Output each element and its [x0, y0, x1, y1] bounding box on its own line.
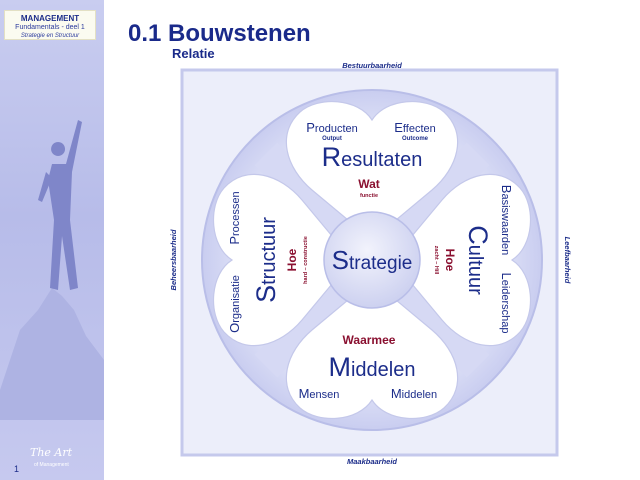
- left-item-b: Organisatie: [227, 275, 242, 333]
- left-question-sub: hard – constructie: [303, 236, 309, 284]
- bottom-question: Waarmee: [343, 333, 396, 347]
- course-header-box: MANAGEMENT Fundamentals - deel 1 Strateg…: [4, 10, 96, 40]
- logo-sub-text: of Management: [34, 462, 69, 468]
- right-question: Hoe: [443, 249, 457, 272]
- top-main-label: Resultaten: [322, 142, 423, 172]
- page-subtitle: Relatie: [172, 46, 215, 61]
- logo-main-text: The Art: [30, 446, 73, 459]
- bouwstenen-diagram: Bestuurbaarheid Maakbaarheid Beheersbaar…: [169, 61, 572, 466]
- sidebar: MANAGEMENT Fundamentals - deel 1 Strateg…: [0, 0, 104, 480]
- top-question-sub: functie: [360, 193, 378, 199]
- center-circle: [323, 211, 421, 309]
- top-right-label: Effecten: [394, 120, 436, 135]
- right-question-sub: zacht – Hill: [433, 246, 439, 275]
- course-subtitle: Strategie en Structuur: [20, 33, 80, 39]
- top-left-label: Producten: [306, 120, 357, 135]
- edge-label-right: Leefbaarheid: [563, 237, 572, 284]
- left-main-label: Structuur: [251, 217, 281, 303]
- right-main-label: Cultuur: [463, 225, 493, 295]
- bottom-main-label: Middelen: [328, 352, 415, 382]
- bottom-left-label: Mensen: [299, 386, 340, 401]
- the-art-logo: The Art of Management: [22, 444, 82, 474]
- right-item-a: Basiswaarden: [499, 185, 514, 255]
- edge-label-top: Bestuurbaarheid: [342, 61, 402, 70]
- climber-illustration: [0, 120, 104, 420]
- edge-label-bottom: Maakbaarheid: [347, 457, 397, 466]
- left-question: Hoe: [285, 248, 299, 271]
- bottom-right-label: Middelen: [391, 386, 437, 401]
- course-title: MANAGEMENT: [20, 14, 80, 23]
- course-part: Fundamentals - deel 1: [15, 24, 85, 31]
- top-question: Wat: [358, 177, 380, 191]
- page-title: 0.1 Bouwstenen: [128, 20, 311, 47]
- page-number: 1: [14, 464, 20, 474]
- left-item-a: Processen: [227, 191, 242, 244]
- right-item-b: Leiderschap: [499, 272, 514, 333]
- top-right-sub: Outcome: [402, 136, 429, 142]
- edge-label-left: Beheersbaarheid: [169, 229, 178, 290]
- center-label: Strategie: [332, 245, 413, 275]
- top-left-sub: Output: [322, 136, 342, 142]
